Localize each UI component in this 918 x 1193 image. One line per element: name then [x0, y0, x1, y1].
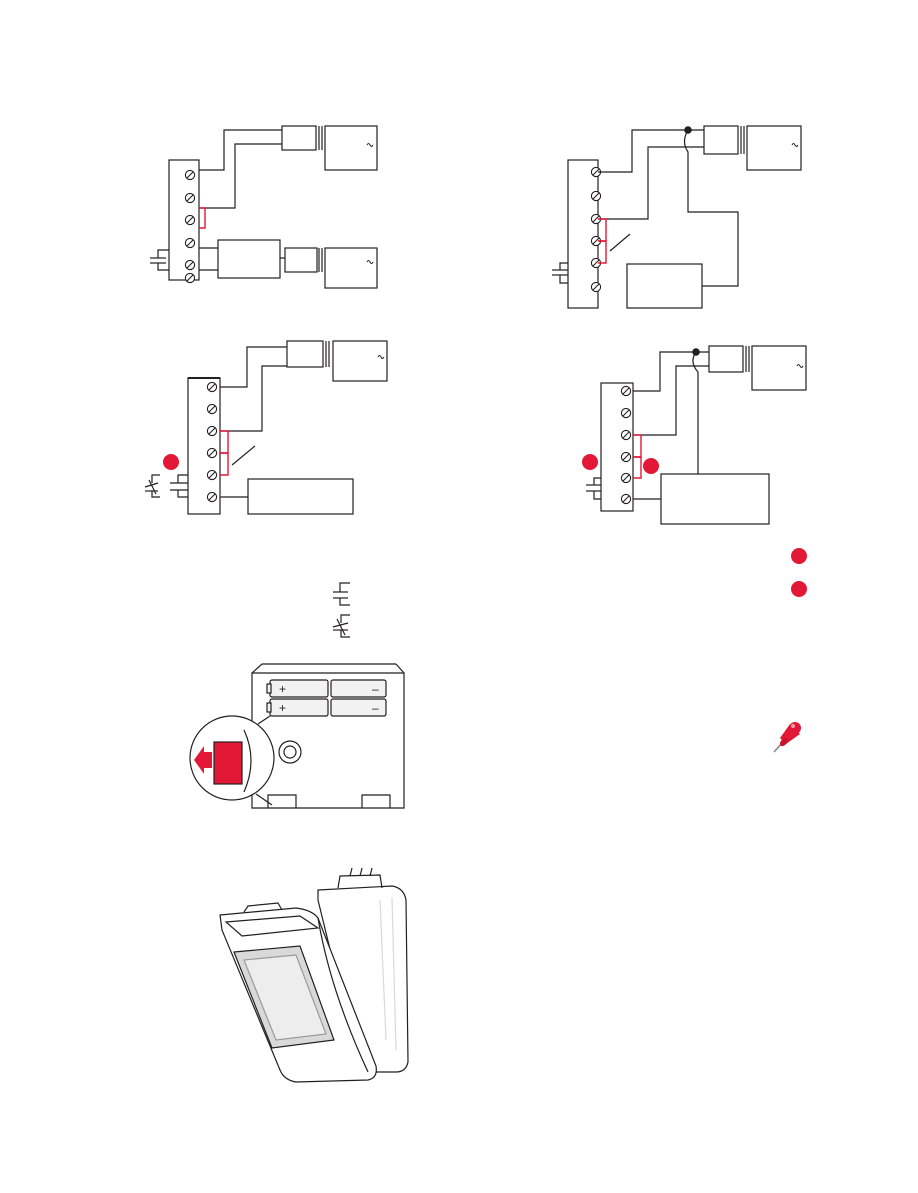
leader-arrow: [610, 234, 630, 251]
screw-terminal-icon: [185, 170, 194, 179]
wiring-diagram-3: [145, 341, 387, 514]
red-circle-marker: [791, 581, 807, 597]
screw-terminal-icon: [621, 386, 630, 395]
screw-terminal-icon: [185, 193, 194, 202]
wiring-diagram-1: [150, 126, 377, 288]
power-source-box: [325, 248, 377, 288]
normally-open-contact-symbol: [552, 263, 568, 283]
jumper-wire: [633, 435, 641, 457]
screw-terminal-icon: [621, 473, 630, 482]
wire: [693, 352, 698, 474]
battery: –: [331, 699, 386, 716]
battery-minus-label: –: [372, 701, 379, 715]
screw-terminal-icon: [591, 282, 600, 291]
wiring-diagram-2: [552, 126, 801, 308]
transformer: [709, 346, 743, 372]
screw-terminal-icon: [185, 273, 194, 282]
contact-legend: [333, 583, 350, 637]
wire: [220, 366, 287, 431]
jumper-wire: [199, 208, 205, 228]
screw-terminal-icon: [185, 215, 194, 224]
power-source-box: [333, 341, 387, 381]
battery: +: [267, 680, 328, 697]
transformer: [282, 126, 316, 150]
red-circle-marker: [582, 454, 598, 470]
transformer: [704, 126, 738, 154]
screw-terminal-icon: [207, 404, 216, 413]
power-source-box: [325, 126, 377, 170]
wire: [220, 347, 287, 387]
leader-arrow: [232, 446, 255, 465]
screw-terminal-icon: [621, 408, 630, 417]
normally-closed-contact-symbol: [145, 475, 188, 497]
screw-terminal-icon: [185, 260, 194, 269]
battery-minus-label: –: [372, 682, 379, 696]
red-circle-marker: [791, 548, 807, 564]
screw-terminal-icon: [207, 492, 216, 501]
screw-terminal-icon: [207, 448, 216, 457]
normally-open-contact-symbol: [150, 250, 169, 270]
transformer: [285, 248, 317, 272]
battery: +: [267, 699, 328, 716]
load-box: [627, 264, 702, 308]
battery-illustration: + – + –: [190, 664, 404, 808]
load-box: [248, 479, 353, 514]
device-cover-illustration: [220, 868, 408, 1082]
jumper-wire: [220, 431, 228, 453]
jumper-wire: [220, 453, 228, 475]
wire: [199, 144, 282, 208]
battery-plus-label: +: [279, 701, 286, 715]
wire: [199, 130, 282, 170]
normally-open-contact-symbol: [333, 583, 350, 605]
battery: –: [331, 680, 386, 697]
jumper-wire: [633, 457, 641, 478]
normally-closed-contact-symbol: [333, 615, 350, 637]
power-source-box: [747, 126, 801, 170]
power-source-box: [752, 346, 806, 390]
red-circle-marker: [643, 458, 659, 474]
screw-terminal-icon: [621, 494, 630, 503]
screw-terminal-icon: [207, 426, 216, 435]
red-circle-marker: [163, 454, 179, 470]
screw-terminal-icon: [621, 430, 630, 439]
pushpin-icon: [774, 722, 801, 752]
load-box: [661, 474, 769, 524]
screw-terminal-icon: [591, 191, 600, 200]
screw-terminal-icon: [207, 382, 216, 391]
battery-plus-label: +: [279, 682, 286, 696]
screw-terminal-icon: [185, 238, 194, 247]
normally-open-contact-symbol: [586, 478, 601, 499]
wiring-diagram-4: [582, 346, 806, 524]
load-box: [218, 240, 280, 278]
transformer: [287, 341, 323, 367]
screw-terminal-icon: [621, 452, 630, 461]
screw-terminal-icon: [207, 470, 216, 479]
terminal-block: [601, 383, 633, 511]
